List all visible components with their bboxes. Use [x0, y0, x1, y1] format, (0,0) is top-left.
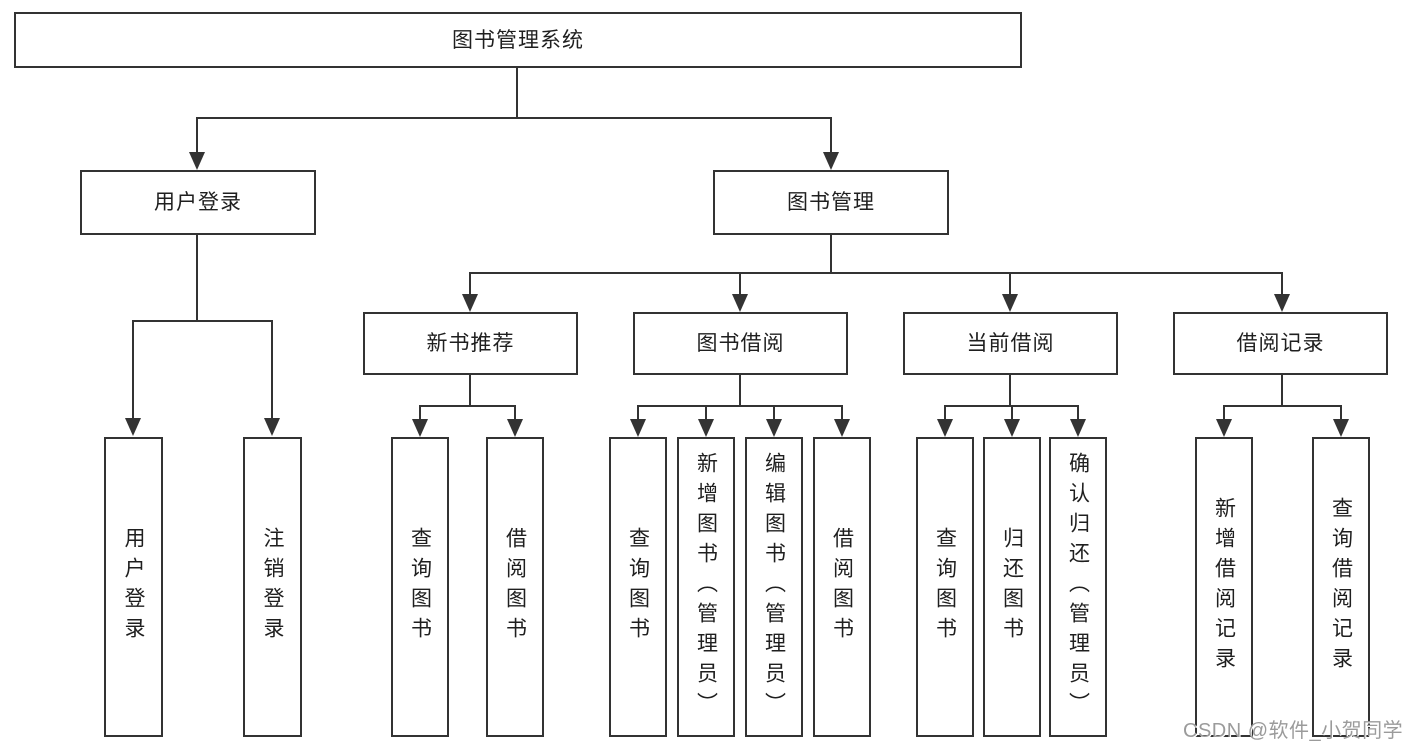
node-book-borrow: 图书借阅: [633, 312, 848, 375]
connector-line: [1009, 375, 1011, 407]
node-root: 图书管理系统: [14, 12, 1022, 68]
node-borrow-record: 借阅记录: [1173, 312, 1388, 375]
leaf-bb-add-book: 新增图书（管理员）: [677, 437, 735, 737]
arrow-down-icon: [1274, 294, 1290, 312]
arrow-down-icon: [834, 419, 850, 437]
node-user-login: 用户登录: [80, 170, 316, 235]
arrow-down-icon: [732, 294, 748, 312]
connector-line: [1340, 405, 1342, 421]
leaf-bb-edit-book: 编辑图书（管理员）: [745, 437, 803, 737]
arrow-down-icon: [507, 419, 523, 437]
arrow-down-icon: [698, 419, 714, 437]
leaf-cb-return-book: 归还图书: [983, 437, 1041, 737]
arrow-down-icon: [1070, 419, 1086, 437]
connector-line: [739, 375, 741, 407]
connector-line: [739, 272, 741, 298]
leaf-nbr-borrow-book: 借阅图书: [486, 437, 544, 737]
connector-line: [469, 272, 1283, 274]
connector-line: [1281, 375, 1283, 407]
arrow-down-icon: [1004, 419, 1020, 437]
connector-line: [469, 272, 471, 298]
connector-line: [830, 235, 832, 274]
leaf-cb-confirm-return: 确认归还（管理员）: [1049, 437, 1107, 737]
leaf-cb-query-book: 查询图书: [916, 437, 974, 737]
arrow-down-icon: [189, 152, 205, 170]
arrow-down-icon: [125, 418, 141, 436]
connector-line: [132, 320, 134, 422]
node-book-management: 图书管理: [713, 170, 949, 235]
leaf-user-login: 用户登录: [104, 437, 163, 737]
leaf-nbr-query-book: 查询图书: [391, 437, 449, 737]
connector-line: [1009, 272, 1011, 298]
connector-line: [773, 405, 775, 421]
connector-line: [1011, 405, 1013, 421]
connector-line: [514, 405, 516, 421]
arrow-down-icon: [630, 419, 646, 437]
connector-line: [196, 235, 198, 322]
arrow-down-icon: [937, 419, 953, 437]
arrow-down-icon: [462, 294, 478, 312]
connector-line: [637, 405, 639, 421]
arrow-down-icon: [1333, 419, 1349, 437]
connector-line: [419, 405, 421, 421]
arrow-down-icon: [1216, 419, 1232, 437]
leaf-br-add-record: 新增借阅记录: [1195, 437, 1253, 737]
node-current-borrow: 当前借阅: [903, 312, 1118, 375]
connector-line: [1077, 405, 1079, 421]
node-new-book-recommend: 新书推荐: [363, 312, 578, 375]
connector-line: [132, 320, 273, 322]
connector-line: [841, 405, 843, 421]
arrow-down-icon: [412, 419, 428, 437]
arrow-down-icon: [1002, 294, 1018, 312]
connector-line: [1281, 272, 1283, 298]
arrow-down-icon: [766, 419, 782, 437]
connector-line: [469, 375, 471, 407]
leaf-bb-borrow-book: 借阅图书: [813, 437, 871, 737]
connector-line: [1223, 405, 1342, 407]
connector-line: [419, 405, 516, 407]
arrow-down-icon: [823, 152, 839, 170]
connector-line: [516, 68, 518, 119]
connector-line: [944, 405, 946, 421]
connector-line: [637, 405, 843, 407]
connector-line: [830, 117, 832, 157]
arrow-down-icon: [264, 418, 280, 436]
connector-line: [271, 320, 273, 422]
connector-line: [196, 117, 832, 119]
connector-line: [196, 117, 198, 157]
watermark: CSDN @软件_小贺同学: [1183, 720, 1404, 742]
connector-line: [1223, 405, 1225, 421]
leaf-logout: 注销登录: [243, 437, 302, 737]
leaf-br-query-record: 查询借阅记录: [1312, 437, 1370, 737]
leaf-bb-query-book: 查询图书: [609, 437, 667, 737]
connector-line: [705, 405, 707, 421]
